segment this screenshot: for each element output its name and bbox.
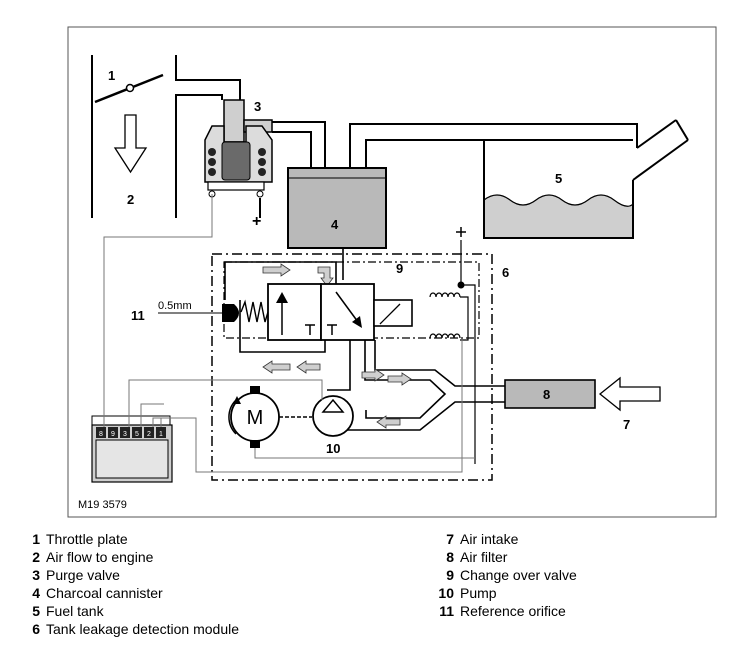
callout-1: 1 [108, 68, 115, 83]
legend-item: 1 Throttle plate [14, 530, 239, 548]
legend-item: 2 Air flow to engine [14, 548, 239, 566]
callout-2: 2 [127, 192, 134, 207]
legend-text: Charcoal cannister [46, 585, 163, 601]
air-flow-arrow [113, 114, 148, 174]
legend-right: 7 Air intake 8 Air filter 9 Change over val… [428, 530, 577, 620]
callout-10: 10 [326, 441, 340, 456]
legend-left: 1 Throttle plate 2 Air flow to engine 3 Pur… [14, 530, 239, 638]
callout-8: 8 [543, 387, 550, 402]
legend-item: 10 Pump [428, 584, 577, 602]
sensor-coils [429, 227, 476, 464]
legend-item: 3 Purge valve [14, 566, 239, 584]
legend-text: Pump [460, 585, 497, 601]
fuel-tank [483, 119, 689, 239]
purge-valve [204, 99, 273, 198]
ecu-pin: 1 [159, 431, 163, 438]
detection-module-boundary [211, 253, 493, 481]
legend-number: 10 [438, 585, 454, 601]
ecu-pin: 9 [111, 431, 115, 438]
module-flow-arrows [262, 263, 412, 429]
ecu-pin: 8 [99, 431, 103, 438]
legend-item: 8 Air filter [428, 548, 577, 566]
reference-orifice [158, 304, 239, 322]
legend-number: 5 [32, 603, 40, 619]
ecu-wiring [103, 194, 475, 473]
legend-item: 7 Air intake [428, 530, 577, 548]
legend-text: Tank leakage detection module [46, 621, 240, 637]
throttle-plate [94, 73, 164, 104]
tank-leakage-detection-diagram: M 8 9 3 5 2 1 + 1 2 3 [67, 26, 717, 518]
legend-number: 9 [446, 567, 454, 583]
legend-item: 5 Fuel tank [14, 602, 239, 620]
legend-item: 11 Reference orifice [428, 602, 577, 620]
plus-sign: + [252, 213, 261, 230]
legend-text: Air filter [460, 549, 508, 565]
throttle-body [91, 55, 241, 218]
callout-7: 7 [623, 417, 630, 432]
pump [312, 395, 354, 437]
legend-text: Fuel tank [46, 603, 104, 619]
legend-number: 4 [32, 585, 40, 601]
legend-item: 4 Charcoal cannister [14, 584, 239, 602]
legend-text: Reference orifice [460, 603, 566, 619]
purge-line [259, 121, 638, 218]
legend-number: 8 [446, 549, 454, 565]
callout-4: 4 [331, 217, 339, 232]
charcoal-canister [287, 167, 387, 249]
callout-3: 3 [254, 99, 261, 114]
legend-number: 6 [32, 621, 40, 637]
legend-text: Air flow to engine [46, 549, 154, 565]
legend-number: 3 [32, 567, 40, 583]
legend-text: Purge valve [46, 567, 120, 583]
legend-text: Air intake [460, 531, 519, 547]
motor-symbol: M [247, 407, 264, 429]
orifice-size-label: 0.5mm [158, 300, 192, 312]
pump-motor [228, 386, 312, 448]
legend-text: Throttle plate [46, 531, 128, 547]
change-over-valve [240, 283, 413, 341]
ecu: 8 9 3 5 2 1 [91, 415, 173, 483]
ecu-pin: 2 [147, 431, 151, 438]
legend-number: 1 [32, 531, 40, 547]
legend-number: 11 [439, 603, 454, 619]
ecu-pin: 3 [123, 431, 127, 438]
callout-6: 6 [502, 265, 509, 280]
legend-number: 2 [32, 549, 40, 565]
module-air-paths [224, 248, 505, 431]
callout-5: 5 [555, 171, 562, 186]
callout-9: 9 [396, 261, 403, 276]
ecu-pin: 5 [135, 431, 139, 438]
legend-text: Change over valve [460, 567, 577, 583]
change-over-valve-boundary [223, 261, 480, 339]
air-intake-arrow [598, 376, 661, 412]
legend-item: 9 Change over valve [428, 566, 577, 584]
figure-code: M19 3579 [78, 499, 127, 511]
junction-dot [457, 281, 465, 289]
legend-item: 6 Tank leakage detection module [14, 620, 239, 638]
callout-11: 11 [131, 308, 145, 323]
legend-number: 7 [446, 531, 454, 547]
air-filter [504, 379, 596, 409]
